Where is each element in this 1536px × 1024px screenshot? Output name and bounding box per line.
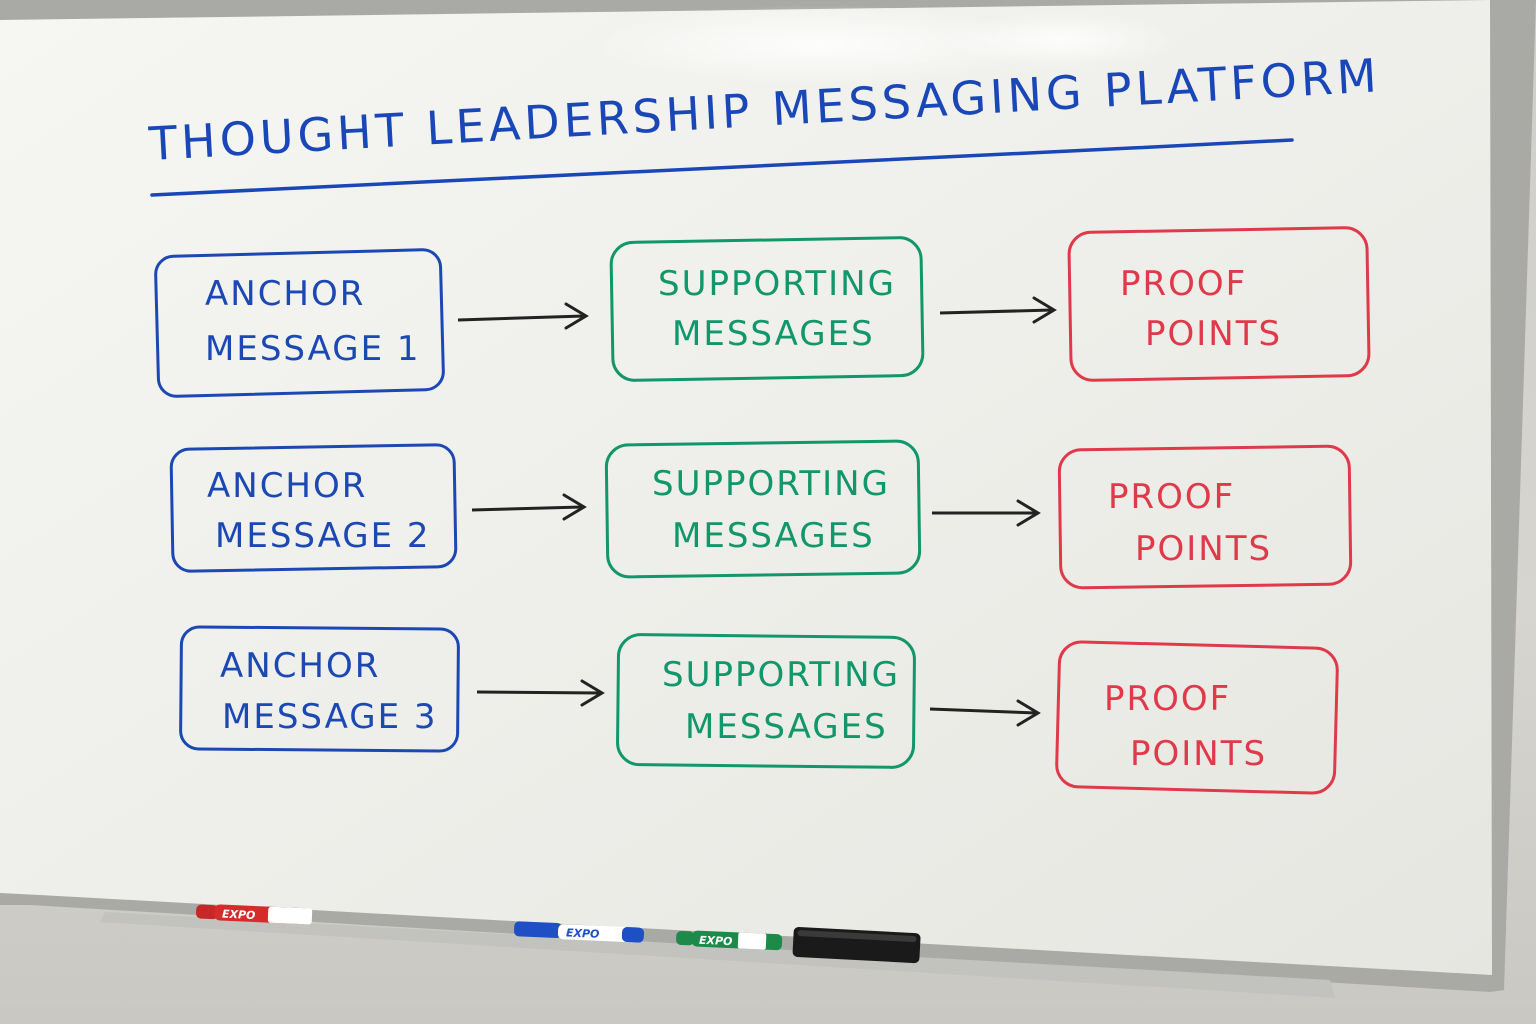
supporting-label-3b: MESSAGES (685, 707, 888, 747)
arrowhead-3a (580, 679, 605, 707)
proof-label-3b: POINTS (1130, 734, 1267, 774)
anchor-label-3b: MESSAGE 3 (222, 697, 438, 737)
proof-box-3 (1055, 640, 1339, 795)
supporting-label-3a: SUPPORTING (662, 655, 900, 695)
supporting-label-2a: SUPPORTING (652, 464, 890, 504)
anchor-box-1 (154, 248, 445, 398)
arrow-line-1a (457, 314, 585, 322)
arrow-line-3a (476, 690, 601, 695)
arrowhead-1a (564, 302, 589, 330)
anchor-box-2 (169, 443, 458, 573)
proof-label-1a: PROOF (1120, 264, 1247, 304)
green-marker[interactable]: EXPO (676, 930, 783, 951)
anchor-label-1b: MESSAGE 1 (205, 329, 421, 369)
supporting-label-1a: SUPPORTING (658, 264, 896, 304)
supporting-label-2b: MESSAGES (672, 516, 875, 556)
supporting-box-1 (609, 236, 925, 382)
anchor-label-1a: ANCHOR (205, 274, 365, 314)
anchor-box-3 (179, 625, 460, 753)
anchor-label-3a: ANCHOR (220, 646, 380, 686)
blue-marker-label: EXPO (566, 926, 600, 940)
title-underline (150, 138, 1294, 197)
proof-label-3a: PROOF (1104, 679, 1231, 719)
supporting-box-2 (604, 439, 922, 579)
anchor-label-2b: MESSAGE 2 (215, 516, 431, 556)
red-marker[interactable]: EXPO (196, 903, 313, 925)
anchor-label-2a: ANCHOR (207, 466, 367, 506)
row-3: ANCHOR MESSAGE 3 SUPPORTING MESSAGES PRO… (179, 625, 1339, 795)
arrowhead-1b (1032, 296, 1057, 324)
arrow-line-1b (939, 308, 1053, 315)
red-marker-label: EXPO (222, 908, 256, 922)
light-glare-2 (940, 12, 1180, 68)
proof-label-2a: PROOF (1108, 477, 1235, 517)
row-1: ANCHOR MESSAGE 1 SUPPORTING MESSAGES PRO… (154, 226, 1371, 398)
proof-box-1 (1067, 226, 1371, 382)
proof-label-1b: POINTS (1145, 314, 1282, 354)
arrowhead-3b (1016, 699, 1041, 727)
green-marker-label: EXPO (699, 934, 733, 948)
supporting-label-1b: MESSAGES (672, 314, 875, 354)
row-2: ANCHOR MESSAGE 2 SUPPORTING MESSAGES PRO… (169, 439, 1353, 590)
proof-box-2 (1057, 444, 1353, 590)
blue-marker[interactable]: EXPO (514, 921, 645, 943)
arrow-line-3b (929, 707, 1037, 715)
proof-label-2b: POINTS (1135, 529, 1272, 569)
arrow-line-2a (471, 505, 583, 512)
eraser[interactable] (792, 926, 921, 964)
arrowhead-2a (562, 493, 587, 521)
arrowhead-2b (1016, 499, 1041, 527)
supporting-box-3 (616, 633, 916, 769)
board-surface (0, 0, 1492, 975)
marker-tray (100, 912, 1335, 998)
light-glare (590, 5, 1050, 85)
